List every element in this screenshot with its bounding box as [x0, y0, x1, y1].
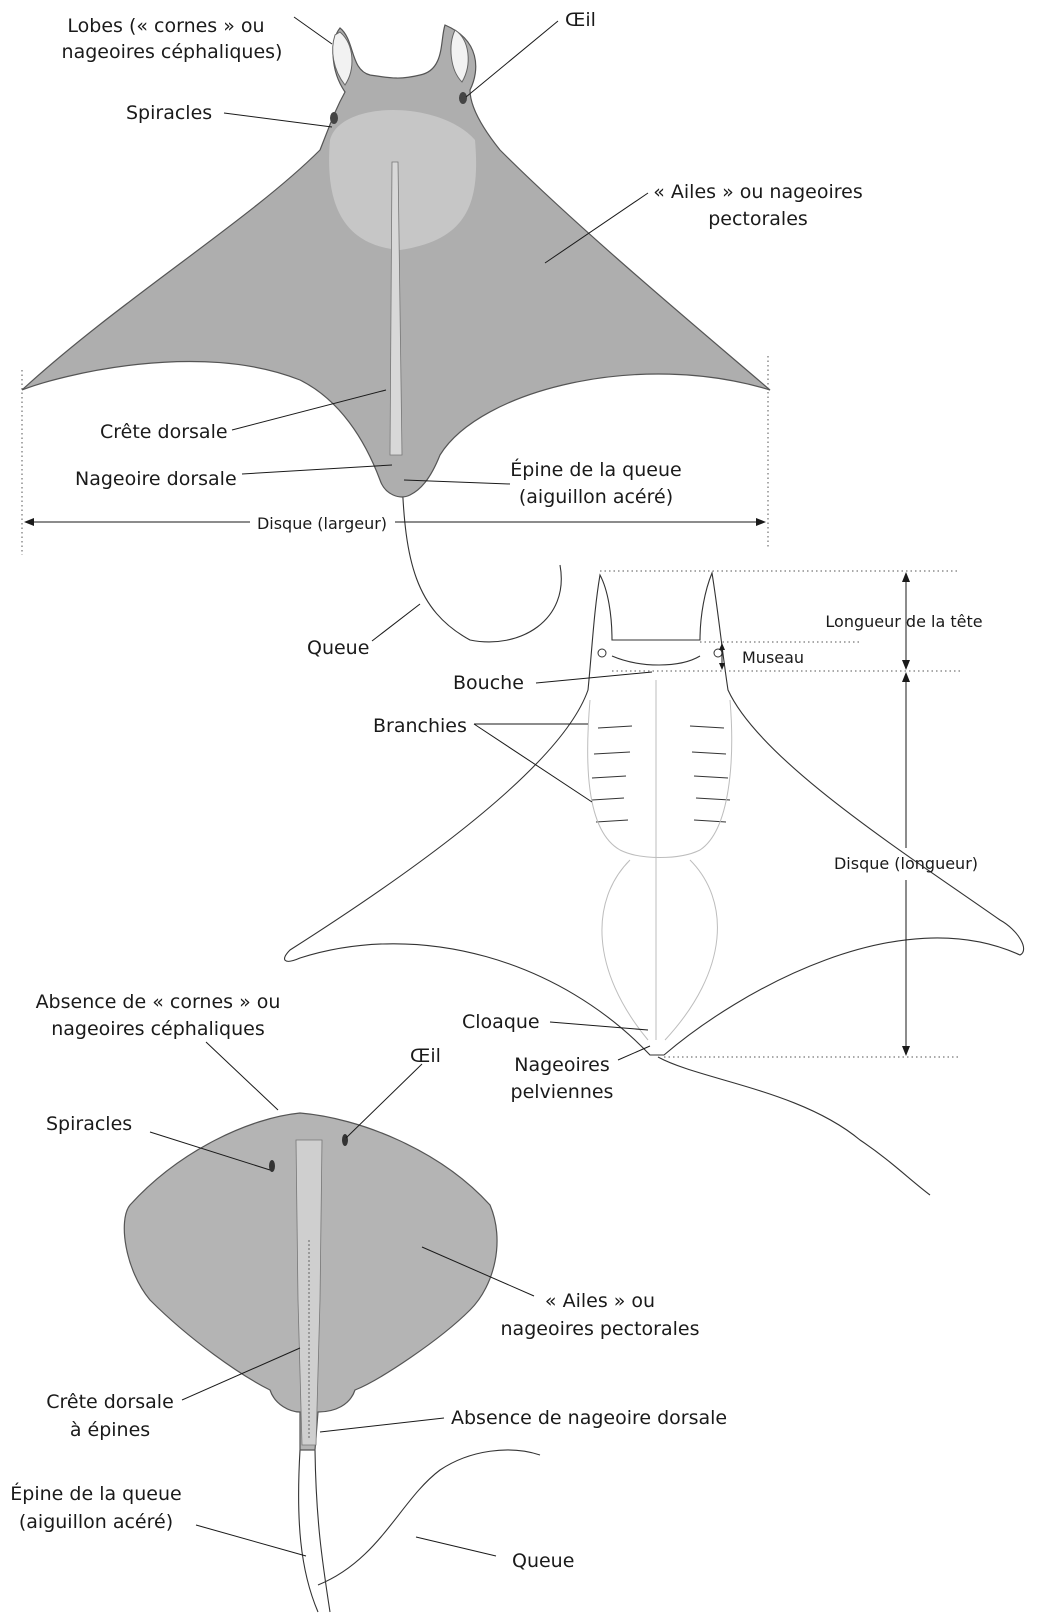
- leader-branchies-2: [474, 724, 592, 802]
- label-ailes-line1: « Ailes » ou nageoires: [653, 181, 863, 203]
- label-stingray-crete-line1: Crête dorsale: [46, 1391, 174, 1413]
- label-epine-line1: Épine de la queue: [510, 458, 681, 481]
- label-pelviennes-line2: pelviennes: [511, 1081, 614, 1103]
- label-oeil: Œil: [565, 9, 596, 31]
- leader-pelviennes: [618, 1046, 650, 1060]
- label-stingray-epine-line2: (aiguillon acéré): [19, 1511, 173, 1533]
- label-stingray-ailes-line2: nageoires pectorales: [501, 1318, 700, 1340]
- leader-spiracles: [224, 113, 332, 127]
- label-branchies: Branchies: [373, 715, 467, 737]
- leader-stingray-oeil: [346, 1064, 422, 1138]
- label-disque-largeur: Disque (largeur): [257, 514, 387, 533]
- manta-ventral-illustration: [285, 573, 1024, 1195]
- label-absence-dorsale: Absence de nageoire dorsale: [451, 1407, 727, 1429]
- label-lobes-line2: nageoires céphaliques): [62, 41, 283, 63]
- label-ailes-line2: pectorales: [708, 208, 808, 230]
- label-nageoire-dorsale: Nageoire dorsale: [75, 468, 237, 490]
- label-epine-line2: (aiguillon acéré): [519, 486, 673, 508]
- label-stingray-spiracles: Spiracles: [46, 1113, 132, 1135]
- leader-stingray-epine: [196, 1525, 306, 1556]
- leader-lobes: [294, 17, 332, 44]
- label-museau: Museau: [742, 648, 804, 667]
- label-bouche: Bouche: [453, 672, 524, 694]
- label-stingray-ailes-line1: « Ailes » ou: [545, 1290, 655, 1312]
- label-disque-longueur: Disque (longueur): [834, 854, 978, 873]
- leader-oeil: [466, 21, 558, 97]
- label-absence-cornes-line2: nageoires céphaliques: [51, 1018, 265, 1040]
- label-stingray-queue: Queue: [512, 1550, 574, 1572]
- label-stingray-epine-line1: Épine de la queue: [10, 1482, 181, 1505]
- label-pelviennes-line1: Nageoires: [514, 1054, 610, 1076]
- leader-absence-dorsale: [320, 1418, 444, 1432]
- stingray-illustration: [124, 1113, 540, 1612]
- leader-queue: [372, 604, 420, 641]
- manta-ventral-outline: [285, 573, 1024, 1055]
- label-stingray-crete-line2: à épines: [70, 1419, 150, 1441]
- leader-bouche: [536, 672, 652, 683]
- label-cloaque: Cloaque: [462, 1011, 540, 1033]
- leader-absence-cornes: [206, 1042, 278, 1110]
- leader-cloaque: [550, 1022, 648, 1030]
- label-crete: Crête dorsale: [100, 421, 228, 443]
- leader-stingray-queue: [416, 1537, 496, 1556]
- label-spiracles: Spiracles: [126, 102, 212, 124]
- label-absence-cornes-line1: Absence de « cornes » ou: [36, 991, 281, 1013]
- leader-nageoire-dorsale: [242, 465, 392, 474]
- label-queue: Queue: [307, 637, 369, 659]
- label-lobes-line1: Lobes (« cornes » ou: [67, 15, 264, 37]
- label-stingray-oeil: Œil: [410, 1045, 441, 1067]
- label-longueur-tete: Longueur de la tête: [825, 612, 982, 631]
